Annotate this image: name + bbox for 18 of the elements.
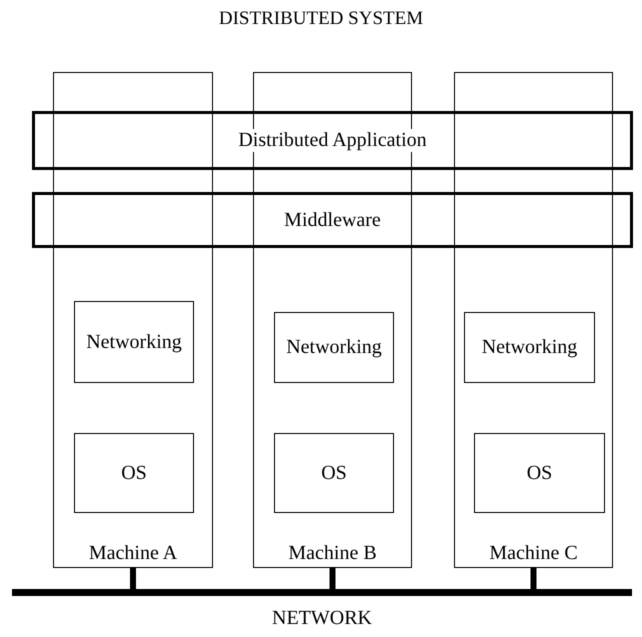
machine-label: Machine A — [88, 542, 178, 565]
machine-label: Machine B — [287, 542, 378, 565]
diagram-title: DISTRIBUTED SYSTEM — [218, 8, 424, 30]
component-box: Networking — [464, 312, 595, 383]
component-box: OS — [474, 433, 605, 513]
machine-column — [53, 72, 213, 568]
layer-band — [32, 192, 633, 248]
network-label: NETWORK — [271, 607, 373, 630]
connector-line — [530, 568, 536, 589]
component-box: Networking — [74, 301, 194, 383]
machine-label: Machine C — [488, 542, 579, 565]
connector-line — [330, 568, 336, 589]
component-box: Networking — [274, 312, 394, 383]
connector-line — [130, 568, 136, 589]
component-box: OS — [74, 433, 194, 513]
component-box: OS — [274, 433, 394, 513]
machine-column — [454, 72, 613, 568]
layer-band — [32, 111, 633, 170]
